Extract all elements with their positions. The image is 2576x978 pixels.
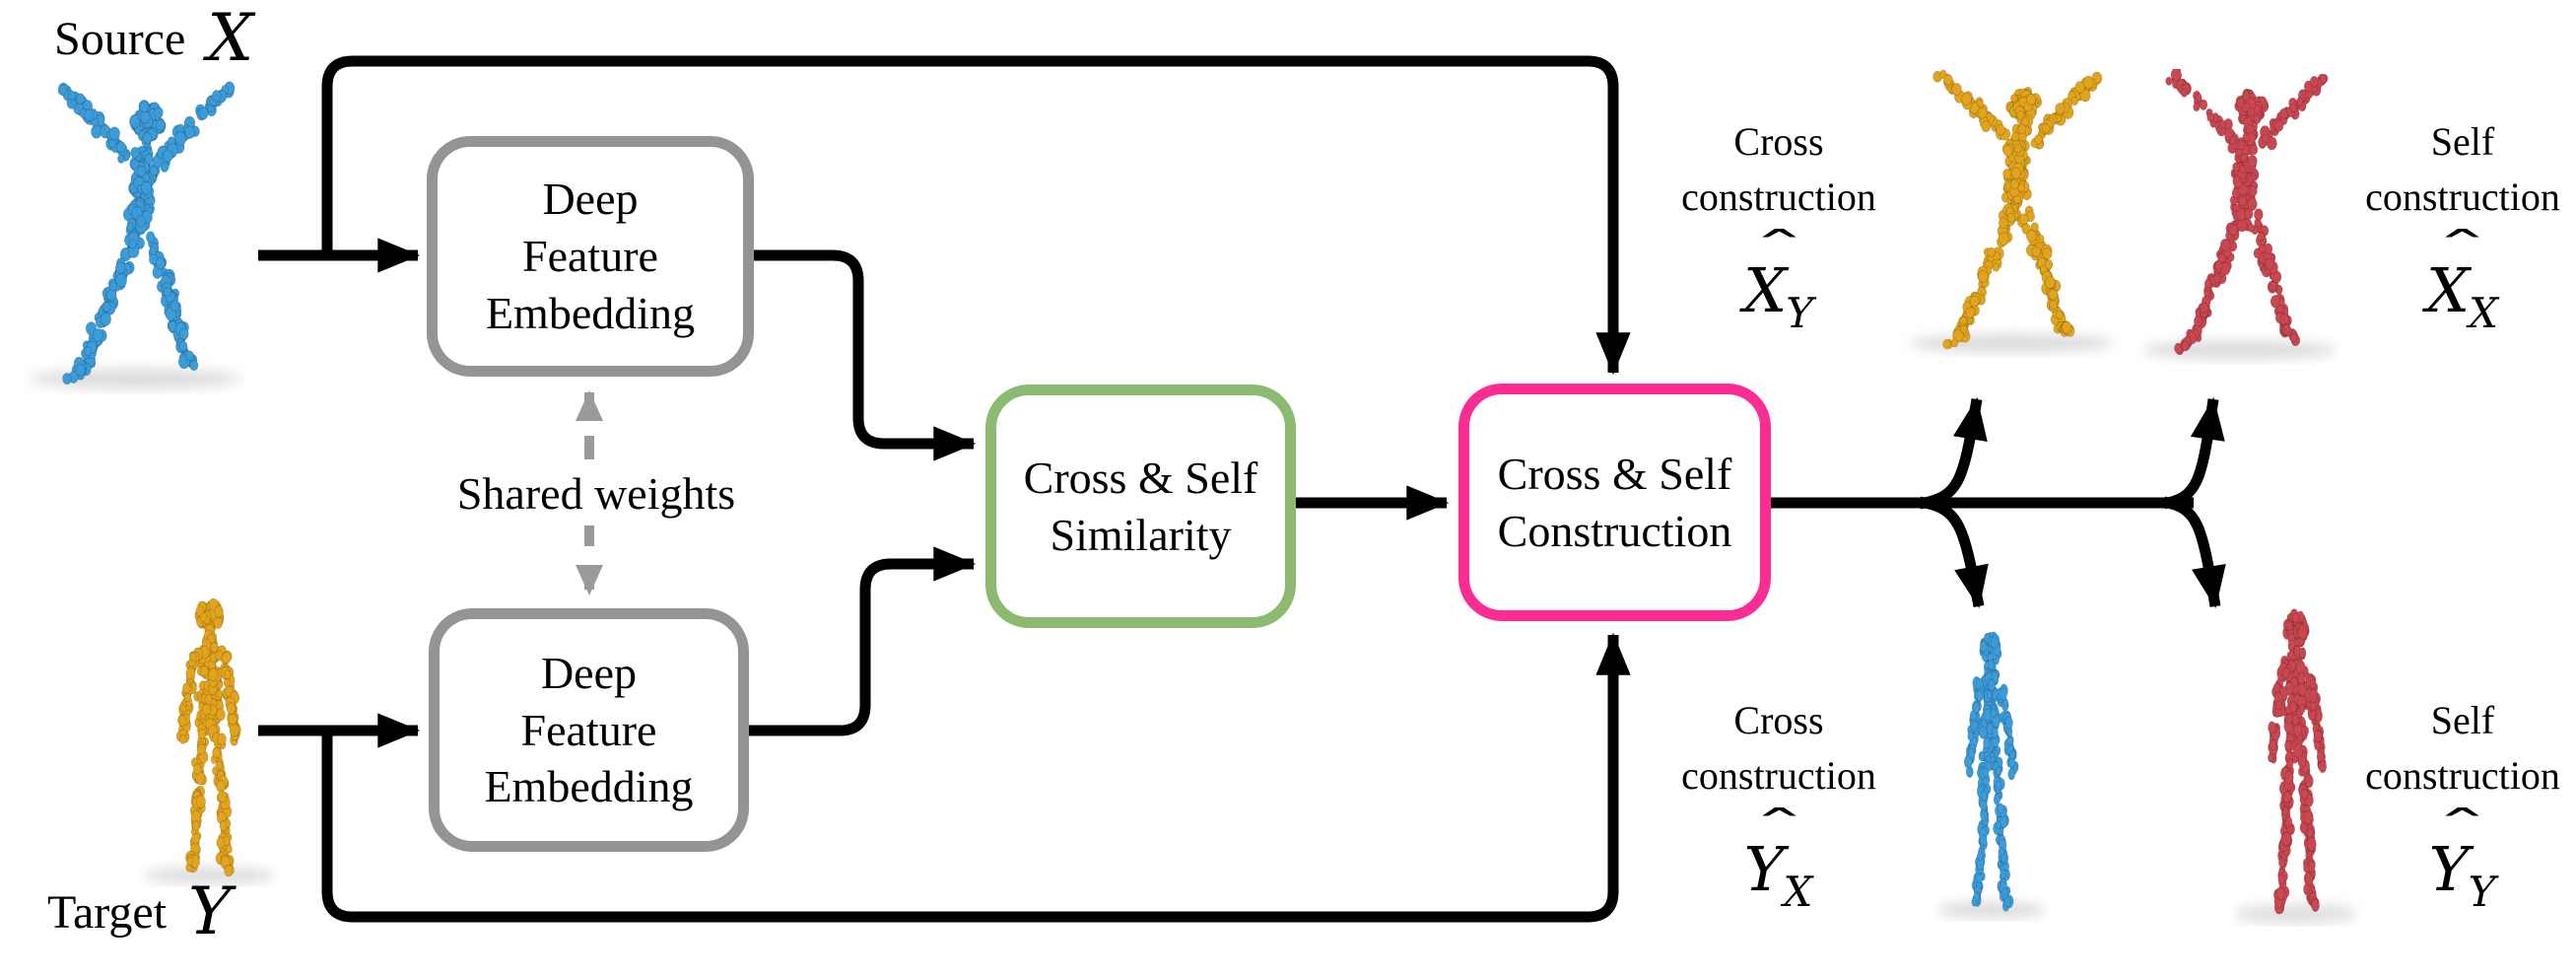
self-construction-x-point-cloud [2129, 69, 2360, 365]
cross-construction-y-label: Cross construction ˆ YX [1681, 698, 1876, 916]
self-construction-y-svg [2234, 608, 2358, 924]
self-construction-x-svg [2142, 69, 2338, 360]
target-symbol: Y [188, 873, 232, 949]
arrow-output-down-1 [1918, 496, 1989, 609]
arrow-source-top-bypass [321, 55, 1631, 376]
cross-construction-x-svg [1908, 69, 2115, 353]
target-label: Target Y [47, 879, 232, 944]
self-construction-y-label: Self construction ˆ YY [2365, 698, 2560, 916]
cross-construction-y-symbol: ˆ YX [1743, 802, 1813, 916]
cross-construction-x-point-cloud [1894, 67, 2138, 358]
cross-construction-y-point-cloud [1900, 626, 2082, 922]
source-point-cloud-svg [30, 81, 241, 389]
source-label: Source X [54, 6, 253, 71]
cross-self-construction-label: Cross & Self Construction [1497, 448, 1732, 556]
target-point-cloud [99, 592, 320, 887]
target-label-text: Target [47, 885, 168, 939]
source-label-text: Source [54, 12, 186, 65]
cross-self-similarity-box: Cross & Self Similarity [985, 384, 1296, 628]
self-construction-x-symbol: ˆ XX [2425, 223, 2499, 337]
self-construction-y-point-cloud [2193, 603, 2400, 927]
cross-self-construction-box: Cross & Self Construction [1458, 384, 1771, 621]
deep-feature-embedding-top-label: Deep Feature Embedding [485, 174, 696, 338]
cross-construction-y-svg [1936, 631, 2046, 919]
self-construction-y-symbol: ˆ YY [2428, 802, 2496, 916]
deep-feature-embedding-bottom-label: Deep Feature Embedding [484, 647, 694, 812]
source-point-cloud [15, 81, 266, 394]
shared-weights-label: Shared weights [409, 461, 783, 525]
cross-construction-x-label: Cross construction ˆ XY [1681, 119, 1876, 337]
target-point-cloud-svg [143, 597, 276, 884]
arrow-output-down-2 [2162, 496, 2226, 609]
arrow-target-bottom-bypass [321, 632, 1631, 923]
cross-construction-x-symbol: ˆ XY [1743, 223, 1813, 337]
deep-feature-embedding-top-box: Deep Feature Embedding [427, 136, 754, 377]
source-symbol: X [207, 0, 254, 76]
arrow-dfe-top-to-similarity [752, 249, 977, 461]
deep-feature-embedding-bottom-box: Deep Feature Embedding [429, 608, 749, 852]
arrow-output-up-1 [1918, 396, 1988, 510]
arrow-dfe-bottom-to-similarity [749, 546, 977, 736]
arrow-output-up-2 [2162, 396, 2225, 510]
cross-self-similarity-label: Cross & Self Similarity [1023, 452, 1258, 560]
self-construction-x-label: Self construction ˆ XX [2365, 119, 2560, 337]
